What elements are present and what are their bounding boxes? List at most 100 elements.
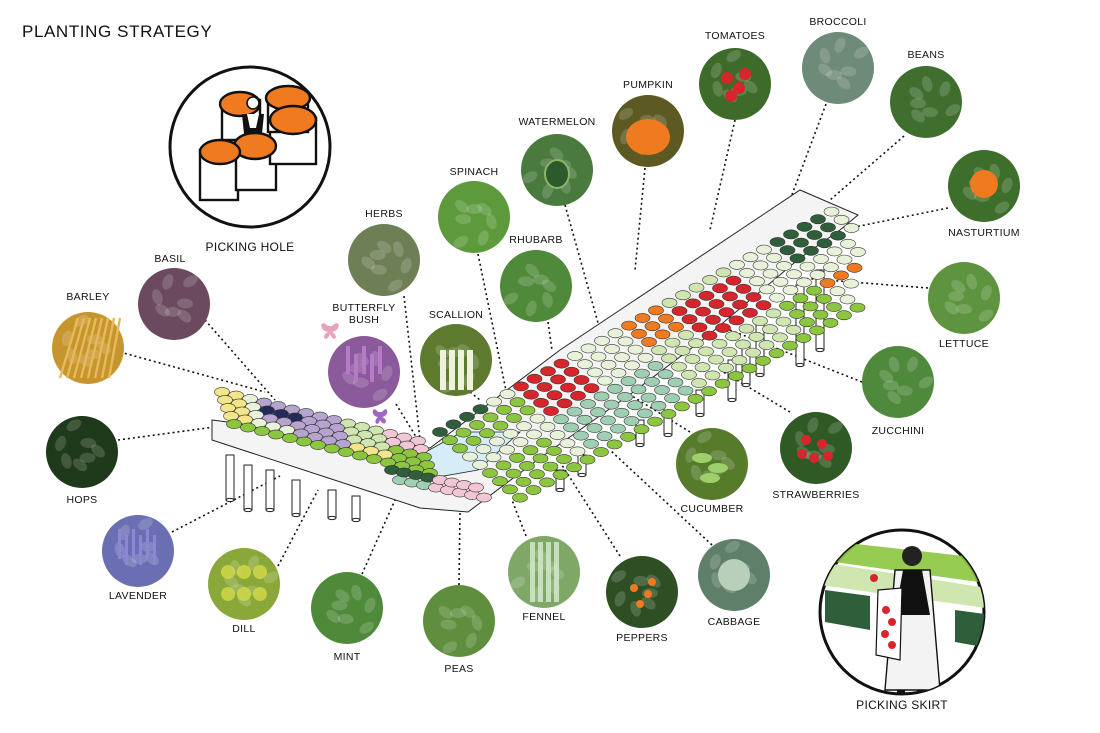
planter-cell: [607, 328, 624, 339]
plant-texture: [826, 69, 842, 80]
planter-cell: [539, 477, 555, 488]
plant-texture: [882, 380, 899, 391]
lavender-spike: [139, 535, 142, 565]
plant-texture: [980, 285, 992, 301]
planter-cell: [485, 452, 502, 463]
flower-spike: [370, 354, 374, 382]
scallion-stalk: [458, 350, 464, 390]
plant-label-hops: HOPS: [67, 494, 98, 506]
planter-cell: [637, 352, 654, 363]
barley-stalk: [72, 317, 92, 379]
peppers-icon: [606, 556, 678, 628]
cabbage-head: [718, 559, 750, 591]
plant-texture: [909, 87, 924, 100]
plant-photo-peas: [423, 585, 495, 657]
planter-cell: [806, 230, 823, 240]
planter-cell: [664, 337, 681, 348]
leg-foot: [755, 372, 765, 378]
plant-texture: [359, 621, 375, 634]
planter-cell: [796, 221, 813, 232]
plant-photo-basil: [138, 268, 210, 340]
planter-cell: [796, 277, 812, 288]
plant-photo-lettuce: [928, 262, 1000, 334]
planter-cell: [708, 354, 724, 365]
planter-cell: [560, 382, 576, 393]
planter-cell: [755, 300, 772, 311]
planter-cell: [738, 323, 755, 334]
planter-cell: [698, 290, 715, 301]
plant-photo-broccoli: [802, 32, 874, 104]
tomato-fruit: [721, 72, 733, 84]
plant-texture: [442, 641, 458, 654]
planter-cell: [492, 476, 508, 487]
planter-cell: [634, 313, 651, 323]
planter-cell: [542, 461, 559, 472]
planter-cell: [823, 206, 840, 217]
lavender-icon: [102, 515, 174, 587]
planter-cell: [644, 376, 660, 387]
planter-cell: [705, 314, 721, 325]
plant-texture: [461, 605, 476, 618]
plant-label-mint: MINT: [334, 651, 361, 663]
planter-cell: [633, 424, 650, 435]
plant-texture: [712, 81, 723, 97]
leg: [243, 464, 253, 511]
plant-texture: [922, 107, 939, 118]
planter-cell: [779, 245, 796, 256]
planter-cell: [630, 384, 647, 395]
plant-label-strawberries: STRAWBERRIES: [772, 489, 859, 501]
planter-cell: [627, 344, 644, 355]
planter-cell: [722, 291, 738, 302]
spinach-icon: [438, 181, 510, 253]
planter-cell: [718, 307, 735, 318]
planter-cell: [512, 437, 529, 447]
farmer-figure: [242, 96, 264, 134]
fennel-stalk: [546, 542, 551, 602]
planter-cell: [607, 383, 623, 394]
planter-cell: [691, 378, 707, 388]
plant-texture: [331, 600, 348, 611]
planter-cell: [654, 329, 671, 340]
pepper-fruit: [644, 590, 652, 598]
planter-cell: [512, 492, 528, 503]
planter-cell: [739, 268, 755, 278]
leg-foot: [577, 472, 587, 478]
planter-cell: [519, 461, 535, 471]
planter-cell: [631, 328, 647, 339]
planter-cell: [220, 403, 236, 413]
planter-cell: [766, 252, 782, 263]
plant-texture: [455, 199, 469, 214]
planter-cell: [782, 285, 799, 295]
planter-cell: [543, 406, 559, 416]
planter-cell: [729, 259, 745, 270]
plant-texture: [911, 109, 925, 123]
plant-label-broccoli: BROCCOLI: [809, 16, 866, 28]
cucumber-icon: [676, 428, 748, 500]
planter-cell: [593, 391, 610, 402]
planter-cell: [476, 492, 492, 503]
planter-cell: [688, 338, 704, 349]
planter-cell: [546, 390, 563, 401]
planter-cell: [725, 275, 742, 286]
planter-cell: [708, 299, 725, 309]
planter-cell: [849, 302, 866, 313]
planter-cell: [596, 431, 613, 442]
planter-cell: [641, 337, 657, 347]
planter-cell: [445, 419, 462, 430]
plant-texture: [836, 76, 851, 90]
dill-umbel: [253, 587, 267, 601]
mint-icon: [311, 572, 383, 644]
planter-cell: [573, 430, 589, 441]
nasturtium-icon: [948, 150, 1020, 222]
plant-texture: [641, 596, 656, 610]
plant-label-spinach: SPINACH: [450, 166, 499, 178]
scallion-stalk: [440, 350, 446, 390]
plant-texture: [994, 201, 1010, 214]
hops-icon: [46, 416, 118, 488]
plant-label-zucchini: ZUCCHINI: [872, 425, 925, 437]
plant-texture: [709, 554, 721, 570]
strawberry-fruit: [801, 435, 811, 445]
plant-texture: [372, 388, 388, 401]
dill-icon: [208, 548, 280, 620]
tomatoes-icon: [699, 48, 771, 120]
